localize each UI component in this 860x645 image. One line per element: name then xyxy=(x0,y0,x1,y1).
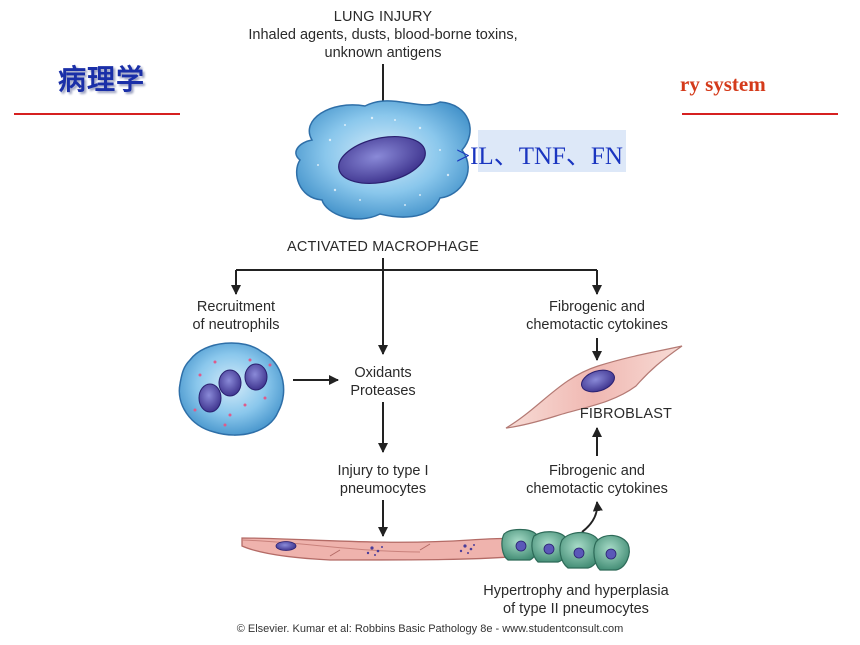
activated-macrophage-label: ACTIVATED MACROPHAGE xyxy=(287,239,479,255)
neutrophil-cell xyxy=(178,342,285,436)
arrow-type2-to-cytokines xyxy=(581,501,603,533)
injury-line1: Injury to type I xyxy=(337,463,429,479)
lung-injury-line1: Inhaled agents, dusts, blood-borne toxin… xyxy=(248,27,518,43)
title-rule-right xyxy=(682,113,838,115)
injury-line2: pneumocytes xyxy=(339,481,427,497)
fibroblast-cell xyxy=(505,345,683,429)
title-rule-left xyxy=(14,113,180,115)
subtitle-fragment: ry system xyxy=(680,72,766,96)
slide-title: 病理学 xyxy=(58,63,146,96)
cytokines-top-line2: chemotactic cytokines xyxy=(526,317,668,333)
recruitment-line1: Recruitment xyxy=(196,299,276,315)
oxidants-line2: Proteases xyxy=(350,383,416,399)
type1-pneumocyte-layer xyxy=(241,537,521,561)
copyright-footer: © Elsevier. Kumar et al: Robbins Basic P… xyxy=(236,623,624,635)
fibroblast-nucleus xyxy=(581,369,615,393)
lung-injury-title: LUNG INJURY xyxy=(333,9,433,25)
cytokines-bottom-line1: Fibrogenic and xyxy=(549,463,645,479)
cytokines-bottom-line2: chemotactic cytokines xyxy=(526,481,668,497)
type2-pneumocyte-cluster xyxy=(501,528,630,571)
macrophage-cell xyxy=(295,100,471,220)
lung-injury-line2: unknown antigens xyxy=(324,45,442,61)
cytokine-overlay-text: >IL、TNF、FN xyxy=(456,143,623,170)
cytokine-highlight-box xyxy=(478,130,626,172)
fibroblast-label: FIBROBLAST xyxy=(579,406,673,422)
macrophage-nucleus xyxy=(338,136,426,184)
oxidants-line1: Oxidants xyxy=(354,365,412,381)
cytokines-top-line1: Fibrogenic and xyxy=(549,299,645,315)
recruitment-line2: of neutrophils xyxy=(192,317,280,333)
hypertrophy-line1: Hypertrophy and hyperplasia xyxy=(483,583,669,599)
hypertrophy-line2: of type II pneumocytes xyxy=(503,601,649,617)
